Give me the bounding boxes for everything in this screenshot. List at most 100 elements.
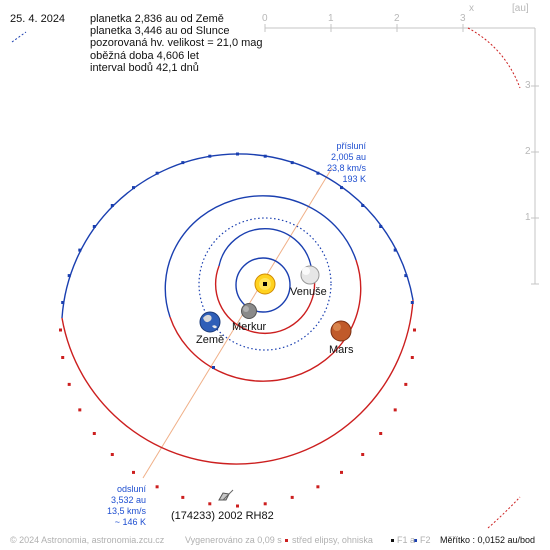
generated-text: Vygenerováno za 0,09 s (185, 535, 282, 545)
legend-f2-marker (414, 539, 417, 542)
asteroid-position-dot (361, 453, 365, 456)
asteroid-position-dot (181, 161, 185, 165)
asteroid-position-dot (67, 382, 71, 386)
venus-orbit-red (214, 265, 312, 335)
asteroid-position-dot (404, 382, 408, 386)
asteroid-position-dots (59, 152, 416, 508)
asteroid-position-dot (110, 453, 114, 456)
x-tick-2: 2 (394, 13, 400, 24)
asteroid-position-dot (340, 470, 343, 474)
asteroid-position-dot (290, 161, 294, 165)
venus-orbit-blue (218, 228, 312, 267)
x-tick-1: 1 (328, 13, 334, 24)
y-tick-3: 3 (525, 80, 531, 91)
mercury-label: Merkur (232, 321, 267, 333)
aphelion-info: odsluní 3,532 au 13,5 km/s ~ 146 K (107, 484, 146, 528)
x-tick-3: 3 (460, 13, 466, 24)
earth-orbit-marker (212, 366, 215, 369)
asteroid-position-dot (92, 432, 96, 435)
axis-frame (264, 24, 539, 285)
scale-text: Měřítko : 0,0152 au/bod (440, 535, 536, 545)
y-tick-2: 2 (525, 146, 531, 157)
perihelion-title: přísluní (336, 141, 366, 151)
asteroid-position-dot (263, 502, 267, 506)
asteroid-position-dot (78, 248, 82, 252)
asteroid-marker-icon (218, 489, 234, 501)
asteroid-position-dot (181, 495, 185, 499)
info-distance-earth: planetka 2,836 au od Země (90, 13, 224, 25)
legend-f1-text: F1 a (397, 535, 416, 545)
mars-orbit-red (169, 259, 362, 382)
info-interval: interval bodů 42,1 dnů (90, 61, 199, 74)
asteroid-position-dot (393, 248, 397, 252)
date-label: 25. 4. 2024 (10, 13, 66, 25)
aphelion-distance: 3,532 au (110, 495, 146, 505)
asteroid-position-dot (316, 171, 320, 175)
asteroid-position-dot (155, 485, 159, 489)
x-axis-label: x (469, 3, 474, 14)
apsides-line (142, 167, 333, 479)
legend-center-text: střed elipsy, ohniska (292, 535, 373, 545)
asteroid-position-dot (208, 154, 212, 158)
asteroid-position-dot (379, 432, 383, 435)
earth-icon (199, 311, 221, 333)
far-orbit-top-right (467, 27, 521, 89)
asteroid-position-dot (316, 485, 320, 489)
perihelion-info: přísluní 2,005 au 23,8 km/s 193 K (327, 141, 366, 185)
asteroid-position-dot (413, 328, 416, 332)
legend-f1-marker (391, 539, 394, 542)
far-orbit-bottom-right (487, 496, 521, 529)
asteroid-position-dot (361, 204, 365, 207)
asteroid-position-dot (132, 186, 135, 190)
perihelion-temp: 193 K (342, 174, 366, 184)
mars-orbit-blue (164, 195, 357, 318)
asteroid-position-dot (404, 274, 408, 278)
earth-label: Země (196, 334, 225, 346)
corner-mark-top-left (11, 31, 27, 43)
info-distance-sun: planetka 3,446 au od Slunce (90, 25, 230, 38)
x-tick-0: 0 (262, 13, 268, 24)
asteroid-position-dot (410, 356, 414, 359)
asteroid-position-dot (59, 328, 62, 332)
asteroid-position-dot (92, 225, 96, 228)
asteroid-position-dot (208, 502, 212, 506)
info-magnitude: pozorovaná hv. velikost = 21,0 mag (90, 37, 263, 50)
legend-f2-text: F2 (420, 535, 431, 545)
venus-icon (300, 265, 320, 285)
unit-label: [au] (512, 3, 529, 14)
y-tick-1: 1 (525, 212, 531, 223)
asteroid-orbit-upper (61, 153, 414, 319)
asteroid-position-dot (110, 204, 114, 207)
asteroid-position-dot (61, 301, 65, 304)
asteroid-position-dot (132, 470, 135, 474)
mars-label: Mars (329, 344, 354, 356)
asteroid-position-dot (155, 171, 159, 175)
asteroid-label: (174233) 2002 RH82 (171, 510, 274, 522)
asteroid-position-dot (61, 356, 65, 359)
perihelion-speed: 23,8 km/s (326, 163, 366, 173)
venus-label: Venuše (290, 286, 327, 298)
asteroid-position-dot (78, 408, 82, 412)
asteroid-position-dot (236, 152, 239, 156)
asteroid-position-dot (263, 154, 267, 158)
asteroid-position-dot (410, 301, 414, 304)
asteroid-position-dot (67, 274, 71, 278)
asteroid-position-dot (290, 495, 294, 499)
asteroid-position-dot (393, 408, 397, 412)
info-period: oběžná doba 4,606 let (90, 49, 199, 62)
copyright-text: © 2024 Astronomia, astronomia.zcu.cz (10, 535, 165, 545)
aphelion-speed: 13,5 km/s (106, 506, 146, 516)
sun-icon (254, 273, 276, 295)
asteroid-position-dot (236, 504, 239, 508)
info-panel: planetka 2,836 au od Země planetka 3,446… (90, 13, 263, 74)
mars-icon (330, 320, 352, 342)
mercury-orbit (235, 257, 291, 313)
mercury-icon (241, 303, 257, 319)
aphelion-temp: ~ 146 K (114, 517, 146, 527)
earth-orbit (198, 217, 332, 351)
legend-center-marker (285, 539, 288, 542)
asteroid-orbit-lower (61, 299, 414, 465)
asteroid-position-dot (340, 186, 343, 190)
asteroid-position-dot (379, 225, 383, 228)
